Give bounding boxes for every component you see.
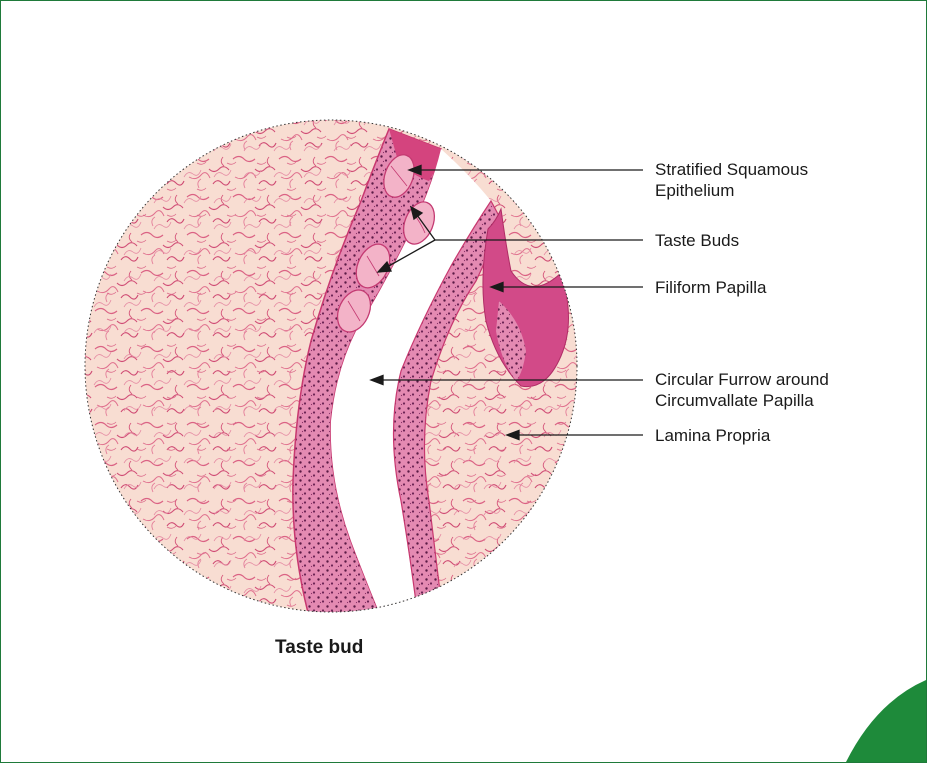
label-circumvallate-papilla: Circumvallate Papilla [655,390,814,411]
label-stratified-squamous: Stratified Squamous [655,159,808,180]
label-lamina-propria: Lamina Propria [655,425,770,446]
label-epithelium: Epithelium [655,180,734,201]
label-circular-furrow: Circular Furrow around [655,369,829,390]
label-taste-buds: Taste Buds [655,230,739,251]
figure-caption: Taste bud [275,637,363,659]
tissue-section [61,101,621,641]
corner-accent [836,672,926,762]
label-filiform-papilla: Filiform Papilla [655,277,766,298]
